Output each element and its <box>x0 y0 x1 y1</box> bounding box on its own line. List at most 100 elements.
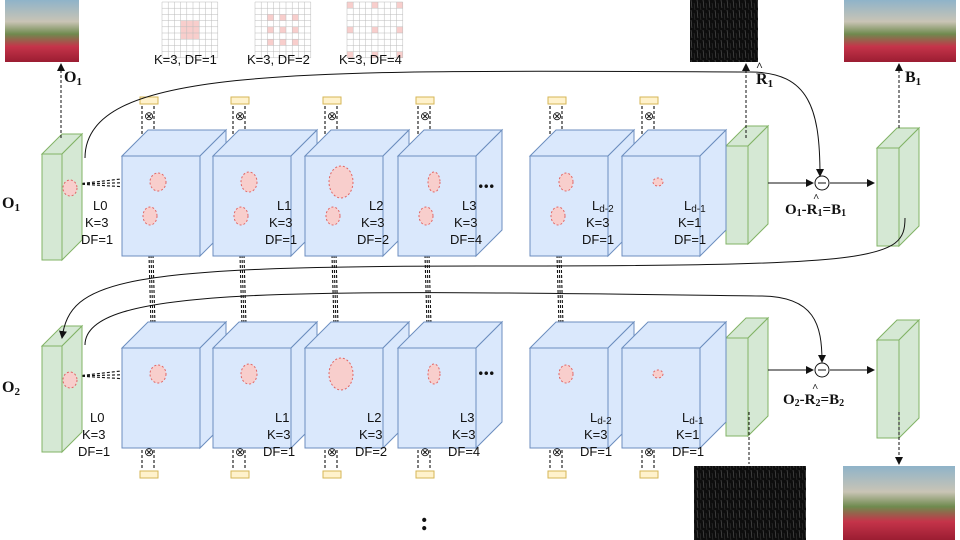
input-receptive-bottom <box>62 371 78 389</box>
dilation-label-2: K=3, DF=2 <box>247 52 310 67</box>
receptive-lower-top-0 <box>142 206 158 226</box>
multiply-icon-bottom-2: ⊗ <box>327 445 337 459</box>
multiply-icon-top-2: ⊗ <box>327 109 337 123</box>
layer-name-top-2: L2 <box>369 198 383 213</box>
attention-gate-bottom-1: ⊗ <box>230 445 250 479</box>
background-feature-bottom <box>875 318 921 440</box>
dilation-label-3: K=3, DF=4 <box>339 52 402 67</box>
layer-name-bottom-4: Ld-2 <box>590 410 612 427</box>
layer-dilation-bottom-1: DF=1 <box>263 444 295 459</box>
dilation-label-1: K=3, DF=1 <box>154 52 217 67</box>
layer-kernel-bottom-0: K=3 <box>82 427 106 442</box>
conv-layer-bottom-0 <box>120 320 228 450</box>
layer-kernel-top-3: K=3 <box>454 215 478 230</box>
input-receptive-top <box>62 179 78 197</box>
receptive-bottom-5 <box>652 369 664 379</box>
o1-output-label: O1 <box>64 69 82 88</box>
r1-hat: ^ <box>756 59 763 73</box>
layer-dilation-top-2: DF=2 <box>357 232 389 247</box>
multiply-icon-bottom-5: ⊗ <box>644 445 654 459</box>
receptive-bottom-2 <box>328 357 354 391</box>
vertical-ellipsis: : <box>420 507 429 536</box>
layer-name-top-5: Ld-1 <box>684 198 706 215</box>
receptive-bottom-4 <box>558 364 574 384</box>
layer-dilation-bottom-0: DF=1 <box>78 444 110 459</box>
ellipsis-top: ... <box>478 168 495 193</box>
multiply-icon-bottom-0: ⊗ <box>144 445 154 459</box>
equation-top: O1-R1=B1 ^ <box>785 192 846 219</box>
attention-gate-bottom-2: ⊗ <box>322 445 342 479</box>
conv-layer-bottom-4 <box>528 320 636 450</box>
attention-gate-top-1: ⊗ <box>230 96 250 123</box>
ellipsis-bottom: ... <box>478 355 495 380</box>
conv-layer-bottom-2 <box>303 320 411 450</box>
multiply-icon-top-0: ⊗ <box>144 109 154 123</box>
rain-streak-photo-bottom <box>694 466 806 540</box>
multiply-icon-top-4: ⊗ <box>552 109 562 123</box>
layer-name-bottom-5: Ld-1 <box>682 410 704 427</box>
layer-kernel-bottom-1: K=3 <box>267 427 291 442</box>
attention-gate-top-4: ⊗ <box>547 96 567 123</box>
multiply-icon-bottom-3: ⊗ <box>420 445 430 459</box>
multiply-icon-top-3: ⊗ <box>420 109 430 123</box>
layer-name-top-3: L3 <box>462 198 476 213</box>
attention-gate-top-5: ⊗ <box>639 96 659 123</box>
layer-kernel-bottom-2: K=3 <box>359 427 383 442</box>
b1-output-label: B1 <box>905 69 921 88</box>
layer-dilation-top-1: DF=1 <box>265 232 297 247</box>
svg-text:^: ^ <box>812 382 818 394</box>
input-feature-top <box>40 132 84 262</box>
recurrent-curve <box>59 217 906 339</box>
layer-dilation-top-3: DF=4 <box>450 232 482 247</box>
background-output-photo-bottom <box>843 466 955 540</box>
layer-name-top-1: L1 <box>277 198 291 213</box>
attention-gate-bottom-3: ⊗ <box>415 445 435 479</box>
attention-gate-top-0: ⊗ <box>139 96 159 123</box>
dilation-grid-1: K=3, DF=1 <box>154 1 219 67</box>
layer-name-top-0: L0 <box>93 198 107 213</box>
dilation-grid-3: K=3, DF=4 <box>339 1 404 67</box>
layer-kernel-top-0: K=3 <box>85 215 109 230</box>
layer-kernel-top-1: K=3 <box>269 215 293 230</box>
receptive-bottom-3 <box>427 363 441 385</box>
attention-gate-bottom-4: ⊗ <box>547 445 567 479</box>
attention-gate-top-3: ⊗ <box>415 96 435 123</box>
receptive-lower-top-3 <box>418 206 434 226</box>
receptive-top-0 <box>149 172 167 192</box>
o1-input-label: O1 <box>2 195 20 214</box>
layer-name-bottom-2: L2 <box>367 410 381 425</box>
layer-dilation-top-4: DF=1 <box>582 232 614 247</box>
background-feature-top <box>875 126 921 248</box>
layer-dilation-bottom-2: DF=2 <box>355 444 387 459</box>
skip-curve-top <box>84 70 824 177</box>
equation-bottom: O2-R2=B2 ^ <box>783 382 844 409</box>
layer-kernel-bottom-3: K=3 <box>452 427 476 442</box>
layer-kernel-top-4: K=3 <box>586 215 610 230</box>
attention-gate-top-2: ⊗ <box>322 96 342 123</box>
receptive-lower-top-1 <box>233 206 249 226</box>
layer-kernel-bottom-4: K=3 <box>584 427 608 442</box>
layer-dilation-top-0: DF=1 <box>81 232 113 247</box>
receptive-top-5 <box>652 177 664 187</box>
svg-text:O1-R1=B1: O1-R1=B1 <box>785 202 846 219</box>
layer-name-bottom-0: L0 <box>90 410 104 425</box>
background-output-photo-top <box>844 0 956 62</box>
receptive-top-3 <box>427 171 441 193</box>
attention-gate-bottom-5: ⊗ <box>639 445 659 479</box>
receptive-lower-top-2 <box>325 206 341 226</box>
layer-name-top-4: Ld-2 <box>592 198 614 215</box>
receptive-top-1 <box>240 171 258 193</box>
multiply-icon-top-5: ⊗ <box>644 109 654 123</box>
rain-feature-top <box>724 124 770 246</box>
conv-layer-bottom-5 <box>620 320 728 450</box>
layer-kernel-top-5: K=1 <box>678 215 702 230</box>
skip-curve-bottom <box>84 292 826 363</box>
layer-kernel-top-2: K=3 <box>361 215 385 230</box>
conv-layer-bottom-3 <box>396 320 504 450</box>
attention-gate-bottom-0: ⊗ <box>139 445 159 479</box>
dilation-grid-2: K=3, DF=2 <box>247 1 312 67</box>
multiply-icon-bottom-4: ⊗ <box>552 445 562 459</box>
conv-layer-top-0 <box>120 128 228 258</box>
